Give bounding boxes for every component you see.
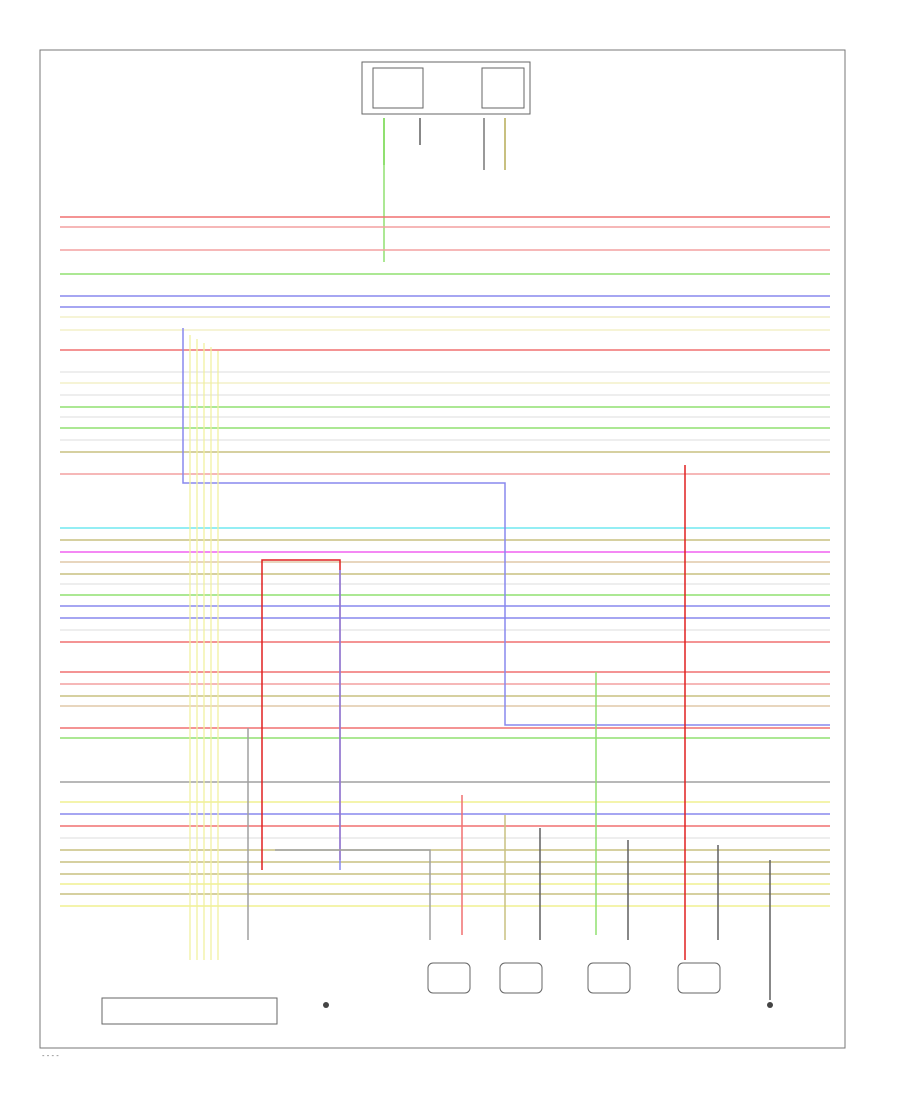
footer-code: - - - - [42, 1052, 59, 1060]
diagram-frame [39, 49, 846, 1049]
harness-wires [60, 216, 830, 907]
fuel-pump-relay-component [361, 61, 531, 262]
yellow-wire-bundle [189, 335, 219, 960]
vertical-routing [182, 328, 830, 1000]
bottom-components [101, 962, 773, 1025]
